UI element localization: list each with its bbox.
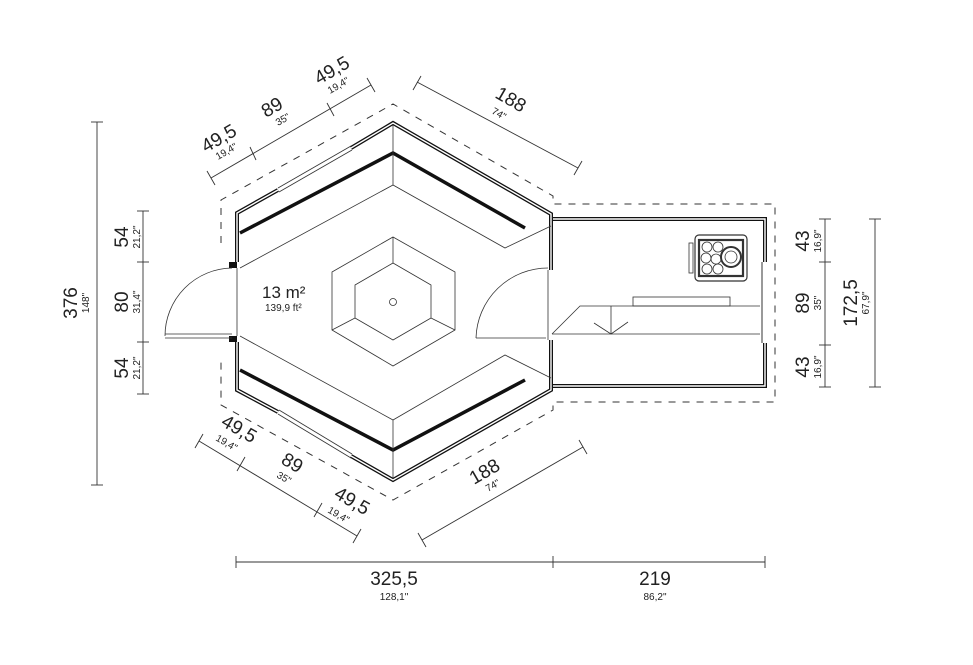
dimension-label: 31,4" [132, 290, 143, 313]
dimension-label: 54 [112, 226, 133, 248]
dimension-lower-left: 49,5 19,4" 89 35" 49,5 19,4" [194, 411, 373, 544]
dimension-left-total: 376 148" [61, 121, 103, 486]
dimension-label: 89 [793, 292, 814, 313]
dimension-left-parts: 54 21,2" 80 31,4" 54 21,2" [112, 210, 149, 395]
dimension-label: 43 [793, 356, 814, 377]
dimension-label: 128,1" [380, 592, 409, 603]
dimension-label: 16,9" [813, 355, 824, 378]
dimension-label: 325,5 [370, 569, 418, 590]
sauna-room [551, 217, 767, 388]
dimension-lower-right: 188 74" [417, 439, 588, 548]
dimension-label: 86,2" [643, 592, 666, 603]
dimension-upper-right: 188 74" [412, 75, 583, 176]
entrance-door [164, 262, 238, 342]
dimension-right-total: 172,5 67,9" [841, 218, 881, 388]
dimension-label: 376 [61, 287, 82, 319]
dimension-label: 43 [793, 230, 814, 251]
sauna-heater-icon [688, 234, 748, 282]
dimension-upper-left: 49,5 19,4" 89 35" 49,5 19,4" [198, 53, 376, 186]
dimension-label: 21,2" [132, 356, 143, 379]
dimension-label: 16,9" [813, 229, 824, 252]
area-imperial-label: 139,9 ft² [265, 303, 302, 314]
dimension-label: 219 [639, 569, 671, 590]
dimension-label: 21,2" [132, 225, 143, 248]
dimension-bottom: 325,5 128,1" 219 86,2" [235, 556, 766, 603]
dimension-label: 172,5 [841, 279, 862, 327]
area-label: 13 m² [262, 283, 306, 302]
dimension-label: 67,9" [861, 291, 872, 314]
dimension-label: 35" [813, 295, 824, 310]
sauna-door [475, 267, 549, 340]
roof-outline [220, 103, 776, 501]
pavilion-walls [235, 120, 553, 483]
dimension-label: 80 [112, 291, 133, 312]
benches [239, 125, 552, 478]
central-grill [331, 236, 456, 367]
dimension-right-parts: 43 16,9" 89 35" 43 16,9" [793, 218, 831, 388]
dimension-label: 148" [81, 292, 92, 313]
windows [277, 145, 353, 459]
dimension-label: 54 [112, 357, 133, 379]
